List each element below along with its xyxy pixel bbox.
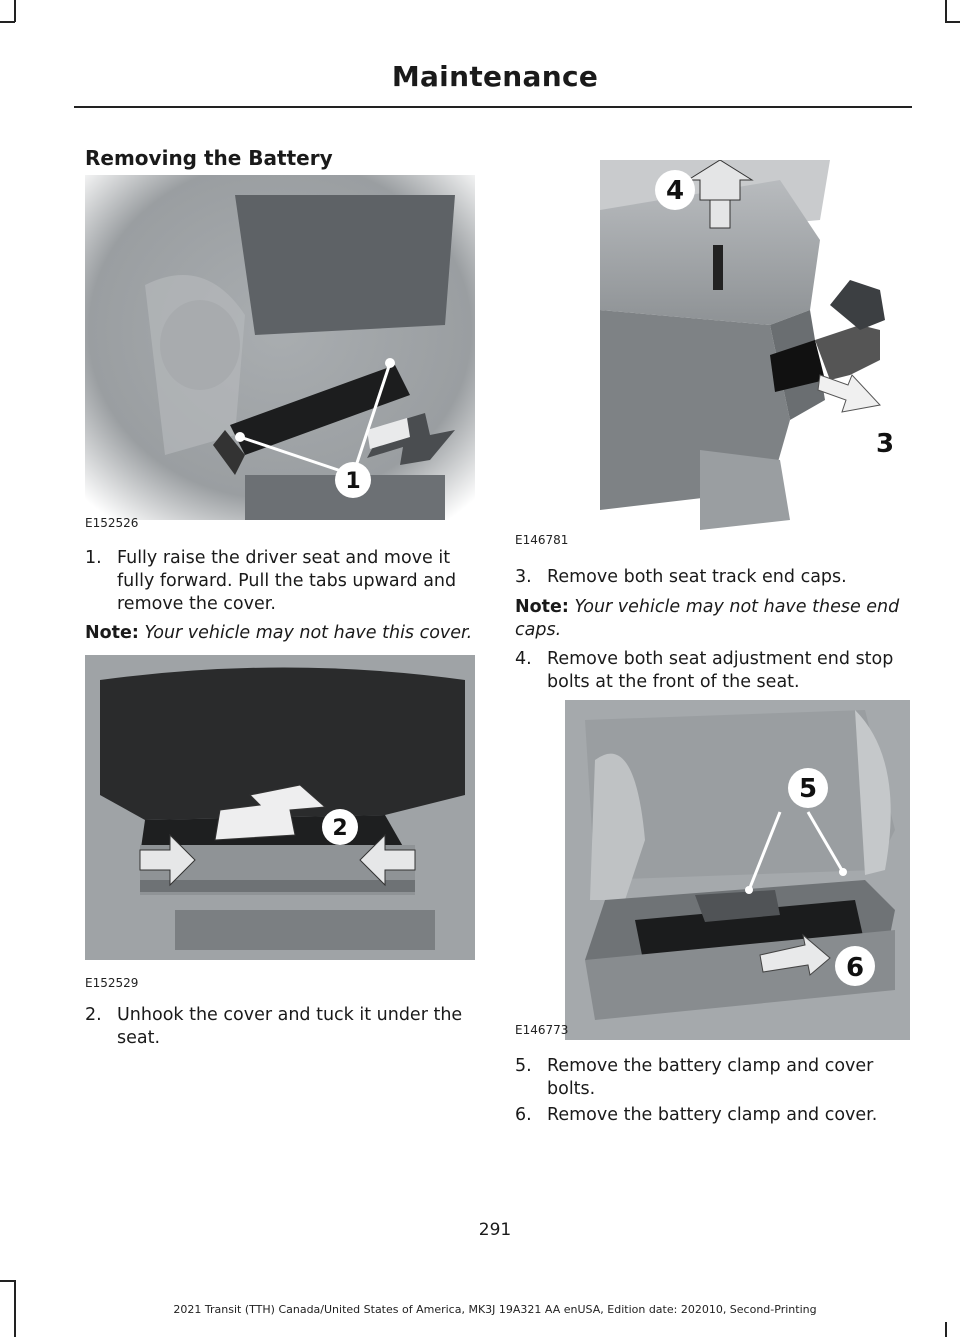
note-text: Your vehicle may not have these end caps… bbox=[515, 597, 900, 640]
figure-seat-track-end-caps: 4 3 bbox=[580, 160, 910, 540]
callout-2: 2 bbox=[332, 816, 347, 841]
step-number: 3. bbox=[515, 567, 532, 587]
crop-mark bbox=[14, 0, 16, 22]
step-text: Unhook the cover and tuck it under the s… bbox=[117, 1005, 463, 1048]
figure-4-illustration: 5 6 bbox=[565, 700, 910, 1040]
figure-code: E146773 bbox=[515, 1023, 569, 1037]
figure-unhook-cover: 2 bbox=[85, 655, 475, 960]
callout-5: 5 bbox=[799, 774, 817, 804]
figure-code: E152529 bbox=[85, 976, 139, 990]
crop-mark bbox=[0, 21, 15, 23]
step-text: Remove the battery clamp and cover bolts… bbox=[547, 1056, 874, 1099]
step-3: 3. Remove both seat track end caps. bbox=[515, 566, 910, 589]
callout-4: 4 bbox=[666, 176, 684, 206]
step-text: Remove both seat adjustment end stop bol… bbox=[547, 649, 894, 692]
crop-mark bbox=[14, 1280, 16, 1337]
figure-code: E152526 bbox=[85, 516, 139, 530]
callout-1: 1 bbox=[345, 469, 360, 494]
crop-mark bbox=[945, 1322, 947, 1337]
step-text: Remove both seat track end caps. bbox=[547, 567, 847, 587]
note-text: Your vehicle may not have this cover. bbox=[144, 623, 473, 643]
step-5: 5. Remove the battery clamp and cover bo… bbox=[515, 1055, 910, 1101]
step-text: Fully raise the driver seat and move it … bbox=[117, 548, 457, 614]
figure-2-illustration: 2 bbox=[85, 655, 475, 960]
callout-3: 3 bbox=[876, 429, 894, 459]
step-number: 6. bbox=[515, 1105, 532, 1125]
figure-battery-clamp-bolts: 5 6 bbox=[565, 700, 910, 1040]
page-header-title: Maintenance bbox=[391, 60, 599, 93]
step-1: 1. Fully raise the driver seat and move … bbox=[85, 547, 477, 616]
page-footer: 2021 Transit (TTH) Canada/United States … bbox=[173, 1303, 817, 1316]
step-number: 1. bbox=[85, 548, 102, 568]
step-6: 6. Remove the battery clamp and cover. bbox=[515, 1104, 910, 1127]
page-number: 291 bbox=[478, 1220, 512, 1240]
figure-code: E146781 bbox=[515, 533, 569, 547]
step-number: 5. bbox=[515, 1056, 532, 1076]
figure-3-illustration: 4 3 bbox=[580, 160, 910, 540]
note-label: Note: bbox=[515, 597, 569, 617]
step-number: 4. bbox=[515, 649, 532, 669]
note-label: Note: bbox=[85, 623, 139, 643]
crop-mark bbox=[945, 0, 947, 22]
figure-seat-cover-tabs: 1 bbox=[85, 175, 475, 520]
step-4: 4. Remove both seat adjustment end stop … bbox=[515, 648, 910, 694]
callout-6: 6 bbox=[846, 953, 864, 983]
step-text: Remove the battery clamp and cover. bbox=[547, 1105, 878, 1125]
figure-1-illustration: 1 bbox=[85, 175, 475, 520]
section-title: Removing the Battery bbox=[85, 146, 333, 170]
note-cover: Note: Your vehicle may not have this cov… bbox=[85, 622, 480, 645]
crop-mark bbox=[0, 1280, 15, 1282]
header-rule bbox=[74, 106, 912, 108]
crop-mark bbox=[945, 21, 960, 23]
step-number: 2. bbox=[85, 1005, 102, 1025]
note-end-caps: Note: Your vehicle may not have these en… bbox=[515, 596, 915, 642]
step-2: 2. Unhook the cover and tuck it under th… bbox=[85, 1004, 477, 1050]
